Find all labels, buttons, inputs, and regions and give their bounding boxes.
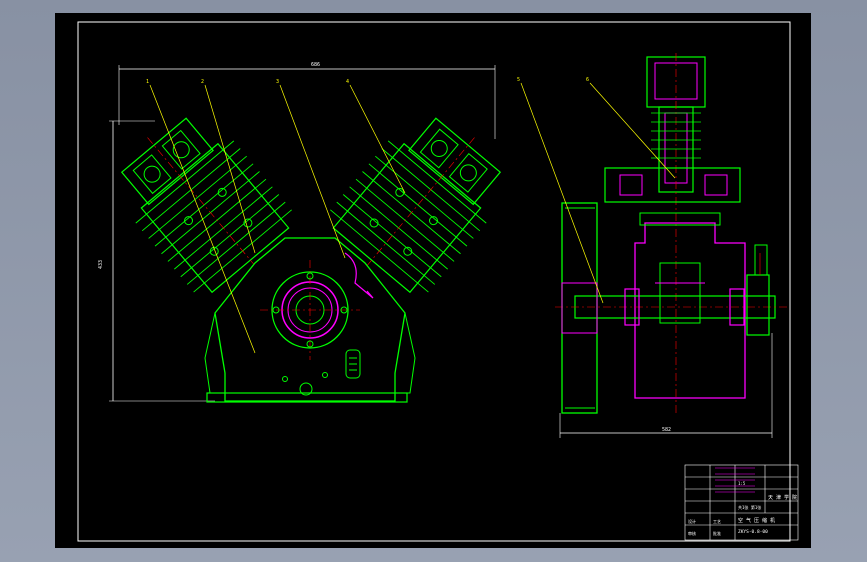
dim-side-width: 582	[662, 427, 671, 433]
title-block	[684, 464, 799, 541]
right-cylinder	[330, 117, 502, 294]
section-break	[344, 252, 374, 299]
company-name: 天 津 学 院	[768, 494, 797, 501]
label-process: 工艺	[713, 519, 721, 524]
label-design: 设计	[688, 518, 696, 524]
drawing-name: 空 气 压 缩 机	[738, 517, 775, 524]
crankcase-section	[634, 222, 746, 399]
sheet-border	[77, 21, 791, 542]
dim-overall-height: 433	[98, 260, 104, 269]
bearing-housing	[260, 260, 360, 360]
balloon-3: 3	[276, 79, 279, 85]
dim-overall-width: 686	[311, 62, 320, 68]
label-approve: 批准	[713, 530, 721, 536]
balloon-2: 2	[201, 79, 204, 85]
balloon-4: 4	[346, 79, 349, 85]
pulley	[561, 202, 598, 414]
assembly-drawing: 686 433	[77, 21, 799, 542]
balloon-5: 5	[517, 77, 520, 83]
sheet-count: 共1张 第1张	[738, 504, 761, 510]
balloon-1: 1	[146, 79, 149, 85]
drawing-sheet[interactable]: 686 433	[55, 13, 811, 548]
base-plate	[206, 392, 408, 403]
front-view: 686 433	[98, 62, 502, 403]
side-section-view: 582 5 6	[517, 53, 790, 438]
drawing-number: ZKYS-0.8-00	[738, 529, 768, 535]
balloon-6: 6	[586, 77, 589, 83]
label-review: 审核	[688, 530, 696, 536]
scale: 1:5	[738, 481, 746, 486]
